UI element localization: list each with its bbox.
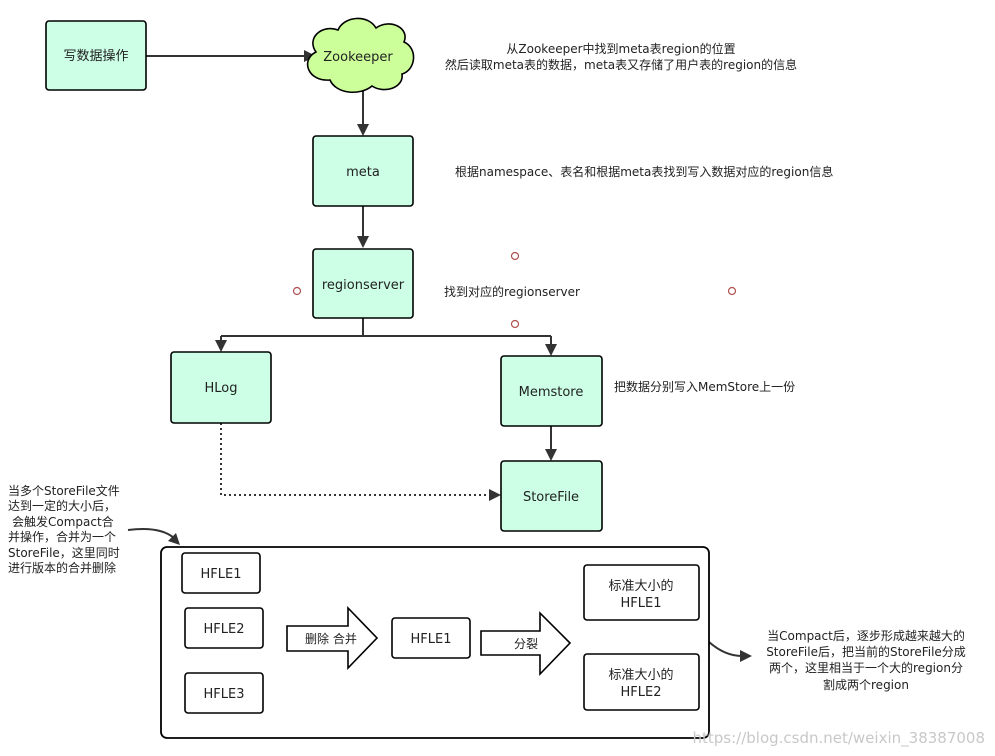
dotted-arrow-hlog-to-storefile: [220, 423, 490, 496]
compact-note-line: StoreFile，这里同时: [8, 545, 120, 560]
merged-hfle1-label: HFLE1: [411, 632, 452, 647]
arrowhead: [545, 344, 557, 356]
arrowhead: [168, 533, 180, 545]
split-arrow-label: 分裂: [514, 637, 538, 651]
compact-note-line: 并操作，合并为一个: [8, 529, 116, 544]
split-note-line: 割成两个region: [823, 677, 909, 692]
standard-hfle2-node: 标准大小的 HFLE2: [583, 653, 700, 711]
split-note-line: 当Compact后，逐步形成越来越大的: [767, 628, 965, 643]
meta-note: 根据namespace、表名和根据meta表找到写入数据对应的region信息: [455, 164, 833, 179]
write-operation-node: 写数据操作: [45, 20, 147, 91]
compact-note-line: 进行版本的合并删除: [8, 560, 116, 575]
hfle2-label: HFLE2: [204, 622, 245, 637]
storefile-node: StoreFile: [500, 460, 603, 532]
storefile-label: StoreFile: [523, 490, 579, 505]
memstore-note: 把数据分别写入MemStore上一份: [614, 379, 795, 394]
compact-note-line: 会触发Compact合: [12, 514, 114, 529]
cloud-shape: [306, 17, 415, 93]
memstore-label: Memstore: [519, 385, 584, 400]
hfle1-node: HFLE1: [181, 552, 261, 594]
hlog-node: HLog: [170, 351, 272, 424]
marker-circle: [292, 286, 302, 296]
arrowhead: [215, 340, 227, 352]
marker-circle: [510, 319, 520, 329]
hfle1-label: HFLE1: [201, 567, 242, 582]
watermark: https://blog.csdn.net/weixin_38387008: [692, 729, 985, 748]
standard-hfle1-label-line2: HFLE1: [621, 596, 662, 611]
arrowhead: [357, 236, 369, 248]
memstore-node: Memstore: [500, 355, 603, 427]
compact-note-line: 达到一定的大小后，: [8, 498, 116, 513]
hfle3-label: HFLE3: [204, 687, 245, 702]
standard-hfle2-label-line1: 标准大小的: [608, 667, 673, 683]
zookeeper-cloud-node: Zookeeper: [306, 17, 415, 93]
standard-hfle1-node: 标准大小的 HFLE1: [583, 564, 700, 621]
arrowhead: [357, 124, 369, 136]
merged-hfle1-node: HFLE1: [391, 617, 471, 659]
arrowhead: [545, 449, 557, 461]
split-arrow: 分裂: [480, 611, 572, 676]
meta-node: meta: [312, 135, 414, 207]
arrow-box-to-split-note: [708, 641, 743, 657]
regionserver-note: 找到对应的regionserver: [444, 284, 580, 299]
marker-circle: [727, 286, 737, 296]
standard-hfle1-label-line1: 标准大小的: [608, 578, 673, 594]
split-note-line: 两个，这里相当于一个大的region分: [769, 660, 963, 675]
merge-arrow: 删除 合并: [286, 606, 379, 670]
zookeeper-label: Zookeeper: [323, 50, 393, 65]
hfle2-node: HFLE2: [184, 607, 264, 649]
regionserver-label: regionserver: [322, 278, 405, 293]
write-operation-label: 写数据操作: [63, 48, 128, 64]
split-note-line: StoreFile后，把当前的StoreFile分成: [766, 644, 966, 659]
arrow-regionserver-branch: [220, 318, 552, 347]
arrow-compact-note-to-box: [127, 528, 175, 539]
marker-circle: [510, 251, 520, 261]
zookeeper-note-line1: 从Zookeeper中找到meta表region的位置: [506, 41, 735, 56]
meta-label: meta: [346, 165, 380, 180]
hlog-label: HLog: [205, 381, 238, 396]
arrowhead: [740, 650, 752, 662]
zookeeper-note-line2: 然后读取meta表的数据，meta表又存储了用户表的region的信息: [445, 57, 797, 72]
compact-note-line: 当多个StoreFile文件: [8, 483, 120, 498]
standard-hfle2-label-line2: HFLE2: [621, 685, 662, 700]
compact-note: 当多个StoreFile文件 达到一定的大小后， 会触发Compact合 并操作…: [8, 483, 120, 575]
hfle3-node: HFLE3: [184, 672, 264, 714]
merge-arrow-label: 删除 合并: [305, 631, 357, 646]
arrowhead: [489, 489, 501, 501]
regionserver-node: regionserver: [312, 248, 414, 319]
split-note: 当Compact后，逐步形成越来越大的 StoreFile后，把当前的Store…: [766, 628, 966, 692]
